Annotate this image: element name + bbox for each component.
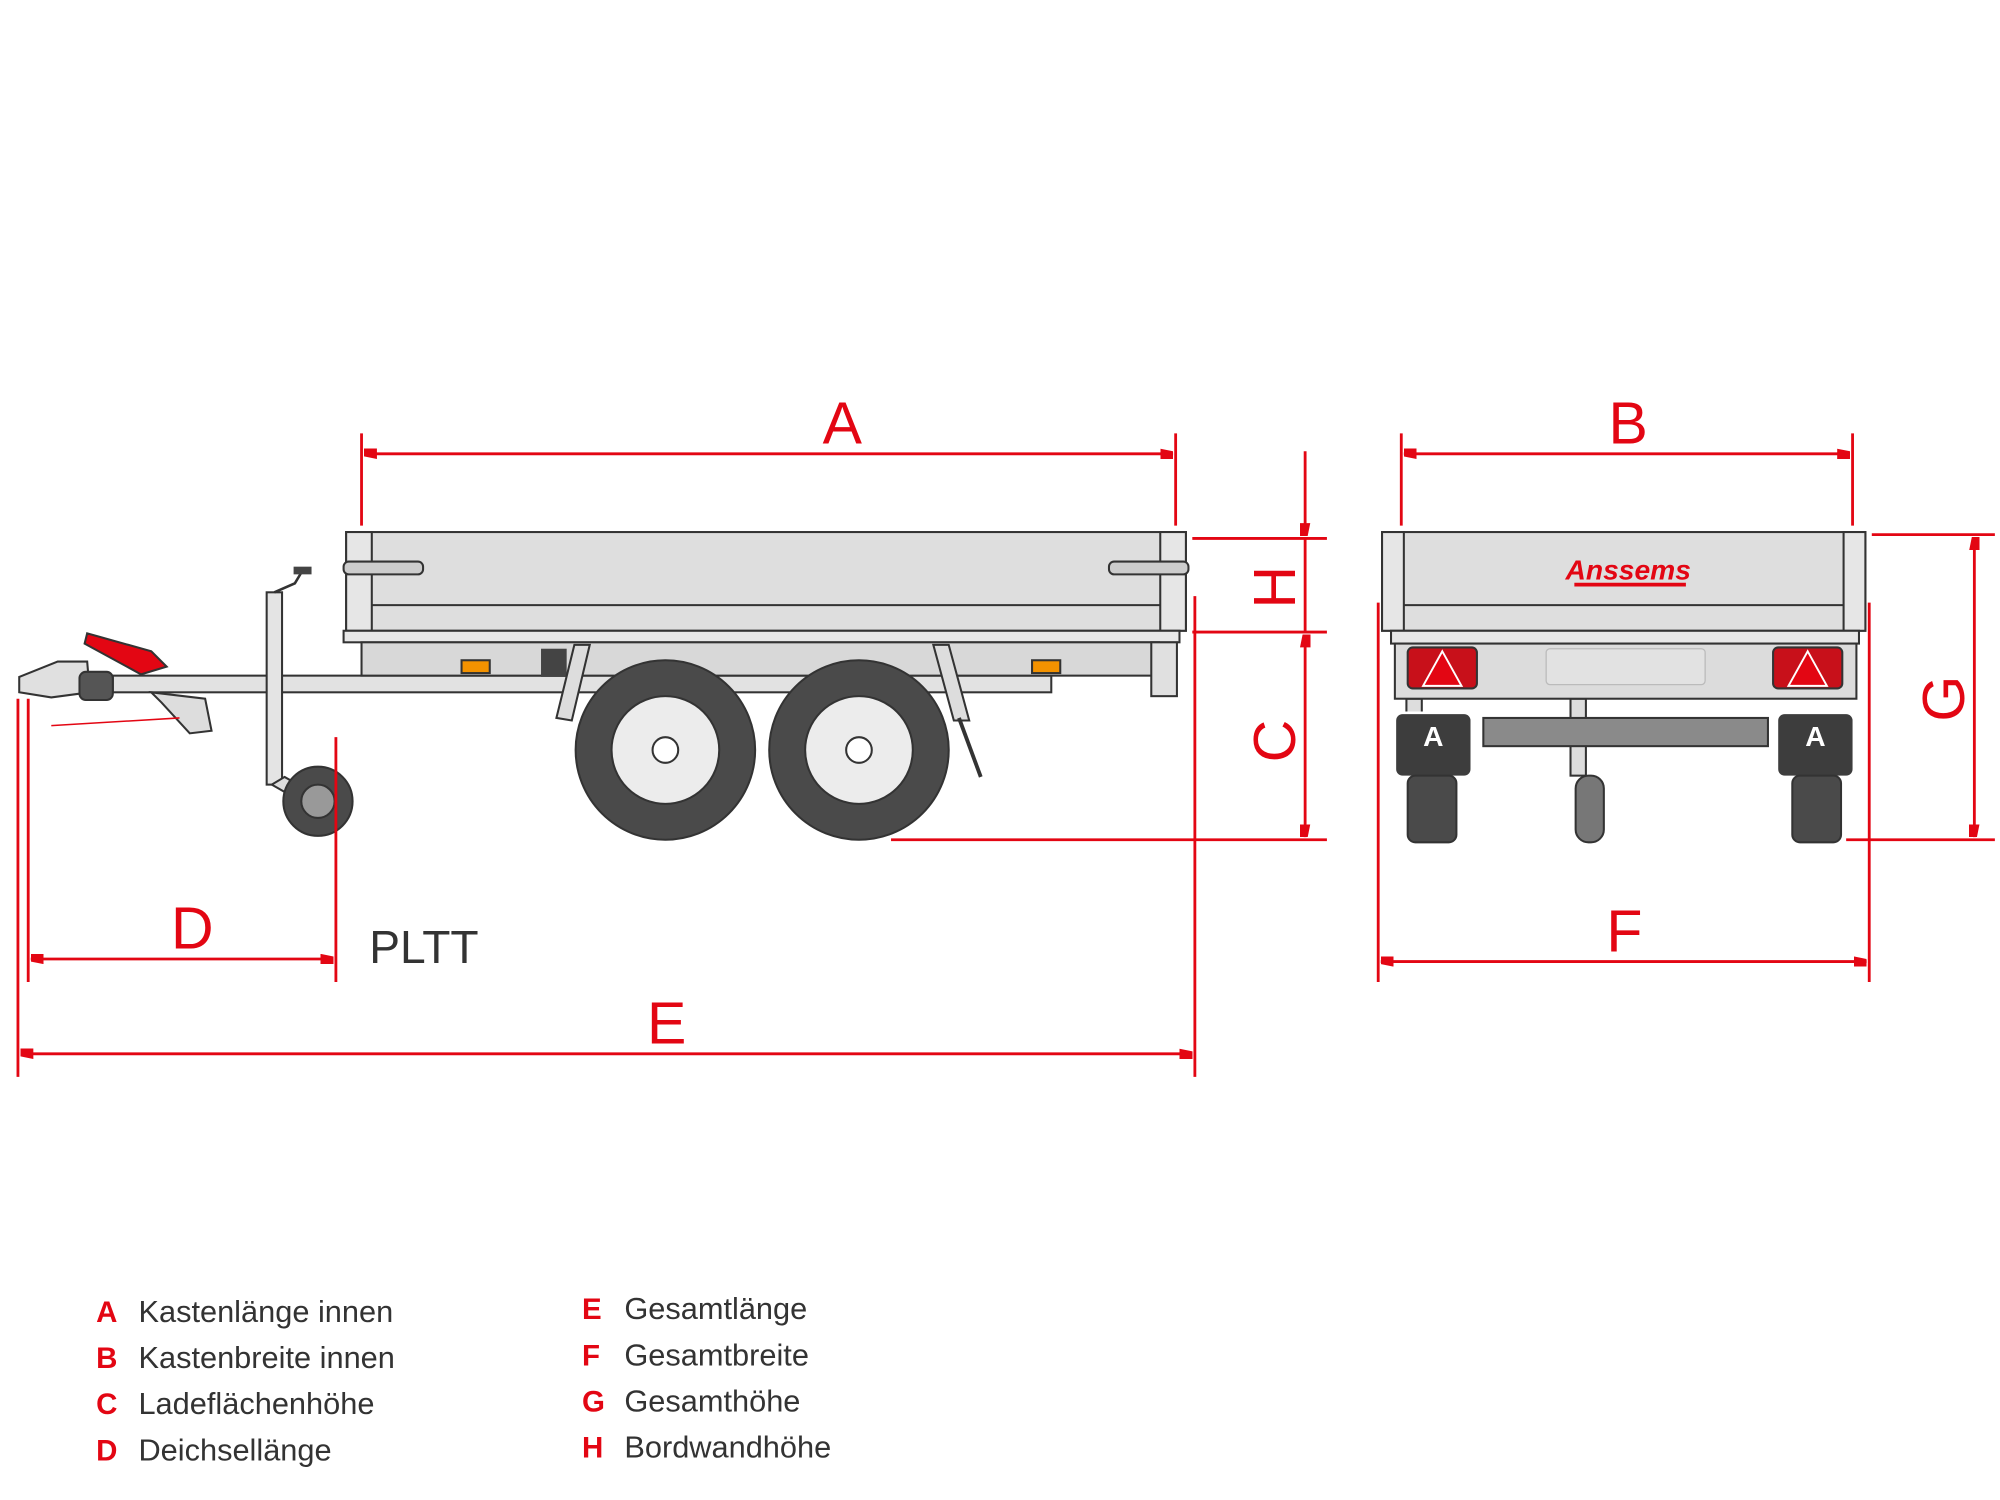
dim-label-d: D bbox=[171, 897, 214, 962]
side-marker-light bbox=[460, 659, 491, 675]
wheel-front bbox=[574, 659, 757, 841]
reflector-triangle-left bbox=[1421, 649, 1464, 687]
legend-text-e: Gesamtlänge bbox=[624, 1291, 807, 1326]
dim-label-e: E bbox=[647, 992, 686, 1057]
axle bbox=[1482, 716, 1769, 748]
license-plate-holder bbox=[1545, 648, 1706, 686]
brand-logo: Anssems bbox=[1565, 553, 1691, 585]
legend-letter-g: G bbox=[582, 1386, 605, 1419]
hub bbox=[651, 736, 680, 764]
legend-letter-e: E bbox=[582, 1293, 602, 1326]
rear-tire-left bbox=[1406, 774, 1458, 844]
legend-text-b: Kastenbreite innen bbox=[138, 1340, 394, 1375]
bed-rail bbox=[342, 629, 1181, 644]
side-latch-rear bbox=[1107, 560, 1190, 576]
legend: A Kastenlänge innen B Kastenbreite innen… bbox=[96, 1291, 831, 1467]
corner-post-front bbox=[345, 531, 373, 632]
rear-jockey-wheel bbox=[1574, 774, 1605, 844]
legend-text-h: Bordwandhöhe bbox=[624, 1430, 831, 1465]
model-label: PLTT bbox=[369, 921, 478, 973]
wheel-rear bbox=[768, 659, 950, 841]
hub bbox=[845, 736, 873, 764]
dim-label-b: B bbox=[1609, 392, 1648, 457]
legend-letter-a: A bbox=[96, 1296, 117, 1329]
dim-label-a: A bbox=[823, 392, 863, 457]
legend-letter-h: H bbox=[582, 1432, 603, 1465]
rear-support-bracket bbox=[1150, 641, 1178, 698]
chassis bbox=[360, 641, 1160, 677]
jockey-handle bbox=[293, 566, 312, 575]
rear-prop-stand bbox=[957, 717, 983, 778]
rear-panel bbox=[1381, 531, 1867, 632]
rear-fender-bracket bbox=[931, 643, 971, 722]
legend-letter-c: C bbox=[96, 1388, 117, 1421]
coupling-bellow bbox=[78, 670, 114, 702]
legend-letter-d: D bbox=[96, 1434, 117, 1467]
side-panel bbox=[345, 531, 1187, 632]
corner-post-right bbox=[1842, 531, 1867, 632]
legend-text-a: Kastenlänge innen bbox=[138, 1294, 393, 1329]
dim-label-g: G bbox=[1912, 676, 1977, 722]
side-view-trailer bbox=[18, 531, 1190, 841]
jockey-wheel-hub bbox=[300, 783, 336, 819]
wheel-chock bbox=[541, 648, 567, 677]
legend-text-g: Gesamthöhe bbox=[624, 1384, 800, 1419]
side-latch-front bbox=[342, 560, 425, 576]
jockey-post bbox=[265, 591, 284, 786]
brake-linkage bbox=[148, 690, 213, 735]
dimension-lines: A B C D E F G H bbox=[16, 392, 1995, 1077]
rear-tire-right bbox=[1791, 774, 1843, 844]
corner-post-rear bbox=[1159, 531, 1187, 632]
mudflap-logo-right: A bbox=[1805, 720, 1825, 752]
legend-text-c: Ladeflächenhöhe bbox=[138, 1386, 374, 1421]
front-fender-bracket bbox=[555, 643, 592, 722]
handbrake-lever bbox=[83, 632, 169, 676]
legend-letter-b: B bbox=[96, 1342, 117, 1375]
rear-view-trailer: A A Anssems bbox=[1381, 531, 1867, 844]
side-marker-light bbox=[1031, 659, 1062, 675]
rear-bed-rail bbox=[1390, 629, 1861, 645]
reflector-triangle-right bbox=[1786, 649, 1829, 687]
mudflap-logo-left: A bbox=[1423, 720, 1443, 752]
breakaway-cable bbox=[51, 717, 180, 727]
legend-text-f: Gesamtbreite bbox=[624, 1337, 809, 1372]
dim-label-h: H bbox=[1243, 566, 1308, 609]
legend-letter-f: F bbox=[582, 1339, 600, 1372]
dim-label-f: F bbox=[1606, 899, 1642, 964]
legend-text-d: Deichsellänge bbox=[138, 1432, 331, 1467]
jockey-crank bbox=[273, 569, 304, 594]
corner-post-left bbox=[1381, 531, 1405, 632]
dim-label-c: C bbox=[1243, 720, 1308, 763]
